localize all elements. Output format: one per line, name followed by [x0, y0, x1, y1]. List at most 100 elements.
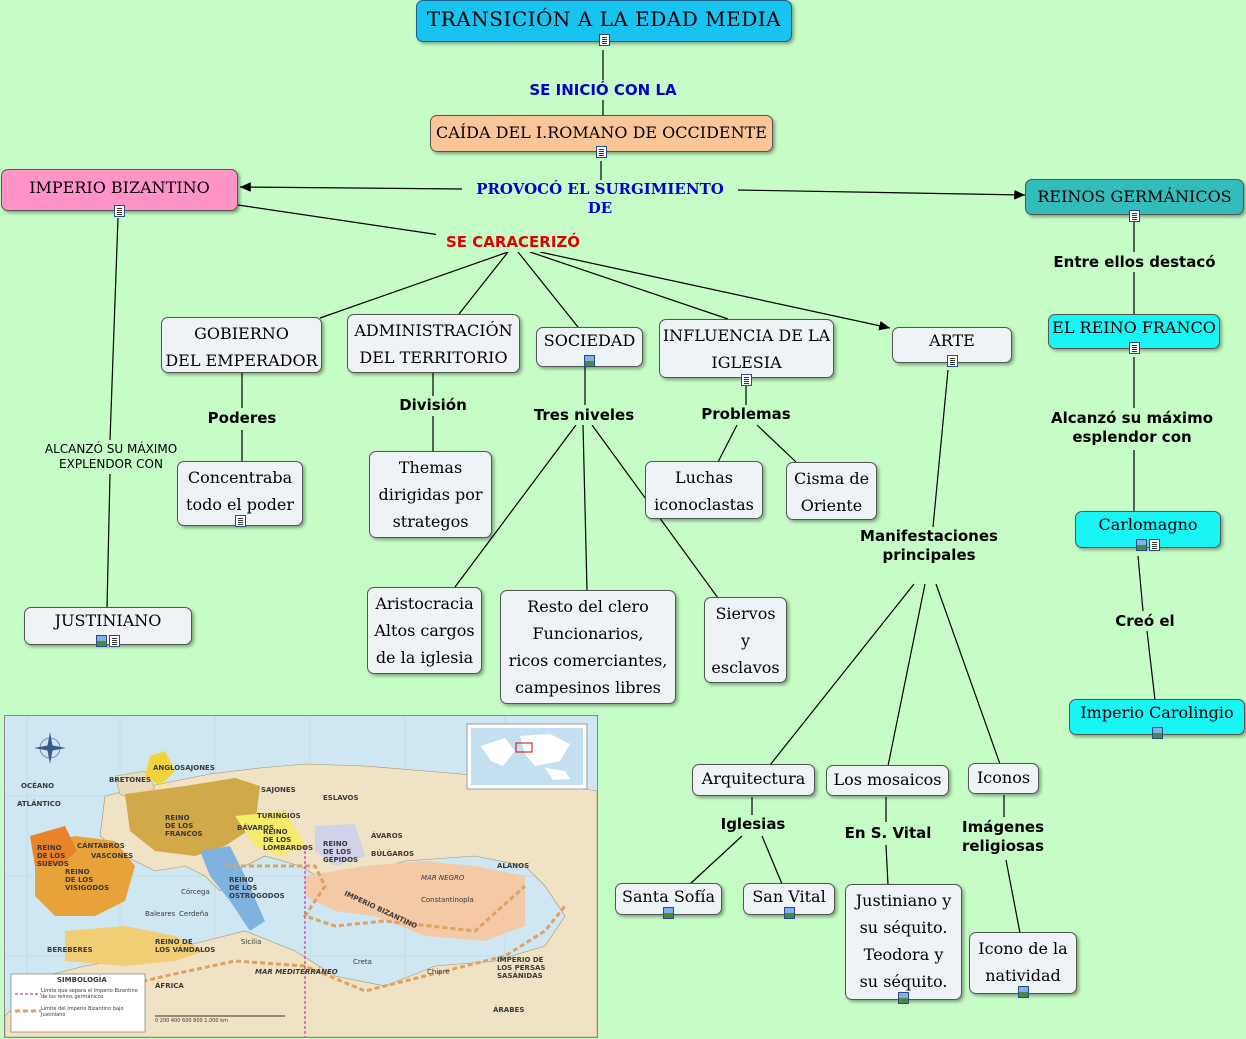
node-reinos-germanicos[interactable]: REINOS GERMÁNICOS [1025, 179, 1244, 222]
node-icono-natividad[interactable]: Icono de la natividad [969, 932, 1077, 998]
arquitectura-text: Arquitectura [701, 769, 806, 788]
mosaicos-text: Los mosaicos [833, 770, 942, 789]
document-icon[interactable] [598, 33, 610, 46]
node-influencia[interactable]: INFLUENCIA DE LA IGLESIA [659, 319, 834, 386]
map-label: ÁRABES [493, 1006, 525, 1014]
legend-title: SIMBOLOGÍA [57, 976, 107, 984]
image-icon[interactable] [783, 906, 795, 919]
map-label: BÚLGAROS [371, 850, 415, 858]
node-caida[interactable]: CAÍDA DEL I.ROMANO DE OCCIDENTE [430, 115, 773, 158]
node-resto-clero[interactable]: Resto del clero Funcionarios, ricos come… [500, 590, 676, 704]
image-icon[interactable] [1151, 726, 1163, 739]
node-justiniano[interactable]: JUSTINIANO [24, 607, 192, 647]
node-carlomagno[interactable]: Carlomagno [1075, 511, 1221, 551]
document-icon[interactable] [114, 204, 125, 217]
carlomagno-text: Carlomagno [1098, 515, 1198, 534]
map-label: Constantinopla [421, 896, 474, 904]
map-label: ATLÁNTICO [17, 800, 61, 808]
node-san-vital[interactable]: San Vital [743, 883, 835, 919]
siervos-text: Siervos y esclavos [711, 604, 780, 677]
map-label: ALANOS [497, 862, 530, 870]
arte-text: ARTE [929, 331, 975, 350]
map-label: Sicilia [241, 938, 262, 946]
map-label: VASCONES [91, 852, 134, 860]
label-alcanzo-franco: Alcanzó su máximo esplendor con [1040, 409, 1224, 447]
label-se-inicio: SE INICIÓ CON LA [515, 81, 691, 100]
influencia-text: INFLUENCIA DE LA IGLESIA [662, 326, 831, 372]
document-icon[interactable] [596, 145, 607, 158]
map-label: OCÉANO [21, 782, 55, 790]
map-drawing [5, 716, 597, 1037]
resto-clero-text: Resto del clero Funcionarios, ricos come… [508, 597, 668, 697]
justiniano-text: JUSTINIANO [54, 611, 162, 630]
node-mosaicos[interactable]: Los mosaicos [826, 765, 949, 796]
node-siervos[interactable]: Siervos y esclavos [704, 597, 787, 683]
node-justiniano-sequito[interactable]: Justiniano y su séquito. Teodora y su sé… [845, 884, 962, 1004]
reino-franco-text: EL REINO FRANCO [1052, 318, 1216, 337]
label-en-s-vital: En S. Vital [836, 824, 940, 843]
node-sociedad[interactable]: SOCIEDAD [536, 327, 643, 367]
node-administracion[interactable]: ADMINISTRACIÓN DEL TERRITORIO [347, 314, 520, 373]
document-icon[interactable] [234, 514, 246, 527]
node-aristocracia[interactable]: Aristocracia Altos cargos de la iglesia [367, 587, 482, 674]
node-gobierno[interactable]: GOBIERNO DEL EMPERADOR [161, 317, 322, 373]
map-label: ESLAVOS [323, 794, 359, 802]
label-alcanzo-bizantino: ALCANZÓ SU MÁXIMO EXPLENDOR CON [38, 442, 184, 472]
node-luchas[interactable]: Luchas iconoclastas [645, 461, 763, 519]
node-imperio-carolingio[interactable]: Imperio Carolingio [1069, 699, 1245, 739]
germanicos-text: REINOS GERMÁNICOS [1037, 187, 1232, 206]
image-icon[interactable] [96, 634, 107, 647]
san-vital-text: San Vital [752, 887, 826, 906]
map-scale: 0 200 400 600 800 1.000 km [155, 1018, 228, 1024]
document-icon[interactable] [1129, 209, 1140, 222]
node-title[interactable]: TRANSICIÓN A LA EDAD MEDIA [416, 0, 792, 46]
map-label: Chipre [427, 968, 450, 976]
label-problemas: Problemas [692, 405, 800, 424]
carolingio-text: Imperio Carolingio [1080, 703, 1234, 722]
label-provoco: PROVOCÓ EL SURGIMIENTO DE [462, 180, 738, 218]
label-division: División [392, 396, 474, 415]
map-label: ÁFRICA [155, 982, 184, 990]
label-imagenes: Imágenes religiosas [950, 818, 1056, 856]
label-se-caracterizo: SE CARACERIZÓ [436, 233, 590, 252]
map-label: MAR NEGRO [421, 874, 465, 882]
image-icon[interactable] [1017, 985, 1029, 998]
node-santa-sofia[interactable]: Santa Sofía [615, 883, 722, 919]
map-label: Creta [353, 958, 372, 966]
map-label: REINO DE LOS LOMBARDOS [263, 828, 314, 852]
label-manifestaciones: Manifestaciones principales [851, 527, 1007, 565]
map-label: REINO DE LOS VÁNDALOS [155, 938, 216, 954]
document-icon[interactable] [109, 634, 120, 647]
map-label: Baleares [145, 910, 176, 918]
bizantino-text: IMPERIO BIZANTINO [29, 178, 210, 197]
image-icon[interactable] [663, 906, 674, 919]
image-icon[interactable] [584, 354, 595, 367]
node-concentraba[interactable]: Concentraba todo el poder [177, 461, 303, 527]
themas-text: Themas dirigidas por strategos [378, 458, 483, 531]
node-iconos[interactable]: Iconos [968, 763, 1039, 794]
image-icon[interactable] [1136, 538, 1147, 551]
map-label: Cerdeña [179, 910, 209, 918]
image-icon[interactable] [898, 991, 909, 1004]
map-label: ANGLOSAJONES [153, 764, 215, 772]
map-image: SIMBOLOGÍA Límite que separa el Imperio … [4, 715, 598, 1038]
map-label: REINO DE LOS FRANCOS [165, 814, 203, 838]
document-icon[interactable] [1128, 341, 1140, 354]
map-label: REINO DE LOS SUEVOS [37, 844, 69, 868]
node-themas[interactable]: Themas dirigidas por strategos [369, 451, 492, 538]
label-creo-el: Creó el [1108, 612, 1182, 631]
node-imperio-bizantino[interactable]: IMPERIO BIZANTINO [1, 169, 238, 217]
map-label: MAR MEDITERRÁNEO [255, 968, 338, 976]
node-arquitectura[interactable]: Arquitectura [692, 764, 815, 796]
map-label: REINO DE LOS VISIGODOS [65, 868, 110, 892]
node-cisma[interactable]: Cisma de Oriente [786, 462, 877, 520]
document-icon[interactable] [1149, 538, 1160, 551]
node-reino-franco[interactable]: EL REINO FRANCO [1048, 314, 1220, 354]
map-label: BÁVAROS [237, 824, 275, 832]
node-arte[interactable]: ARTE [892, 327, 1012, 367]
document-icon[interactable] [741, 373, 752, 386]
map-label: BEREBERES [47, 946, 93, 954]
sociedad-text: SOCIEDAD [543, 331, 636, 350]
justiniano-sequito-text: Justiniano y su séquito. Teodora y su sé… [855, 891, 952, 991]
document-icon[interactable] [946, 354, 958, 367]
